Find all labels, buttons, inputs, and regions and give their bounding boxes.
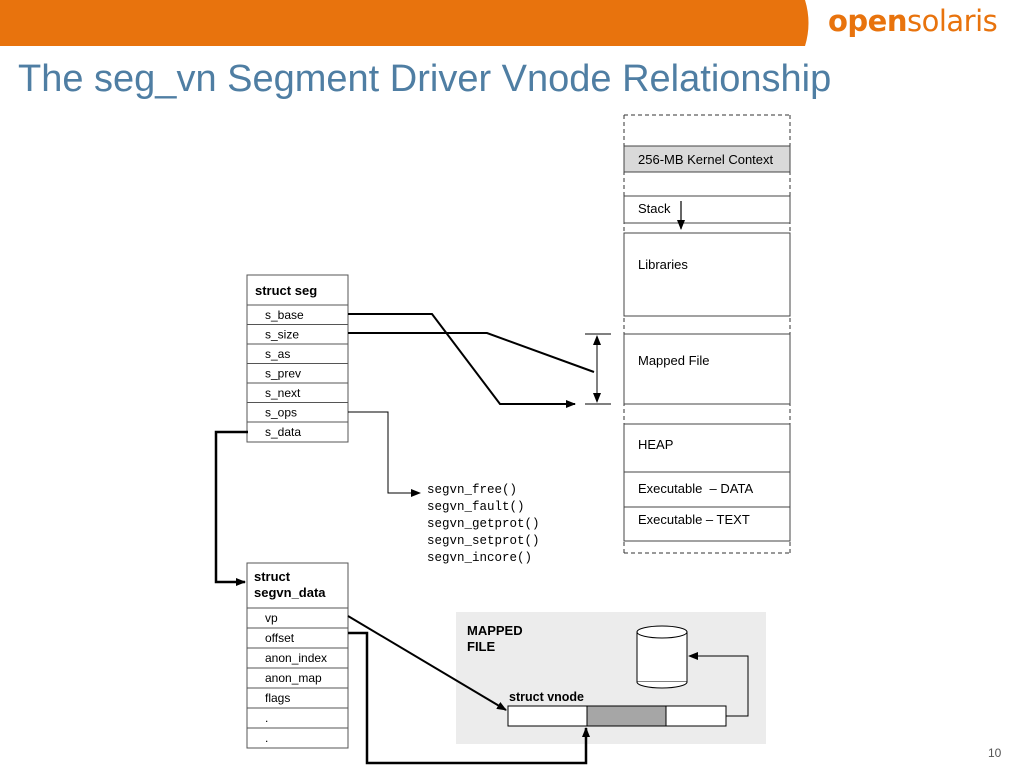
vnode-to-disk-connector xyxy=(688,652,749,717)
opensolaris-logo: opensolaris xyxy=(828,4,998,38)
page-number: 10 xyxy=(988,746,1002,760)
slide-title: The seg_vn Segment Driver Vnode Relation… xyxy=(18,58,832,100)
ops-function: segvn_fault() xyxy=(427,500,525,514)
field-s-data: s_data xyxy=(265,425,301,439)
s-data-connector xyxy=(214,430,248,586)
field-flags-box xyxy=(246,687,349,709)
region-exec-text-box xyxy=(623,506,791,542)
field-dot-1: . xyxy=(265,711,268,725)
s-size-connector xyxy=(348,332,595,373)
region-kernel-context: 256-MB Kernel Context xyxy=(638,152,774,167)
region-exec-text: Executable – TEXT xyxy=(638,512,750,527)
field-flags: flags xyxy=(265,691,290,705)
field-s-ops-box xyxy=(246,402,349,423)
offset-connector xyxy=(348,631,590,765)
region-heap-box xyxy=(623,423,791,473)
struct-seg: struct seg s_base s_size s_as s_prev s_n… xyxy=(246,274,349,443)
field-offset: offset xyxy=(265,631,295,645)
ops-function: segvn_free() xyxy=(427,483,517,497)
ops-function: segvn_incore() xyxy=(427,551,532,565)
s-base-connector xyxy=(348,313,576,408)
segvn-data-header-line1: struct xyxy=(254,569,291,584)
segvn-data-header-box xyxy=(246,562,349,609)
mapped-file-panel: MAPPED FILE struct vnode xyxy=(456,612,766,744)
vnode-box-mid xyxy=(586,705,667,727)
mapped-file-label-line2: FILE xyxy=(467,639,495,654)
field-s-as-box xyxy=(246,343,349,364)
field-anon-map: anon_map xyxy=(265,671,322,685)
mapped-file-label-line1: MAPPED xyxy=(467,623,523,638)
region-libraries-box xyxy=(623,232,791,317)
struct-seg-header-box xyxy=(246,274,349,306)
struct-segvn-data: struct segvn_data vp offset anon_index a… xyxy=(246,562,349,749)
address-space: 256-MB Kernel Context Stack Libraries Ma… xyxy=(585,114,791,554)
vnode-box-left xyxy=(507,705,588,727)
field-vp: vp xyxy=(265,611,278,625)
region-mapped-file: Mapped File xyxy=(638,353,710,368)
region-exec-data-box xyxy=(623,471,791,508)
ops-function-list: segvn_free() segvn_fault() segvn_getprot… xyxy=(427,483,540,565)
s-ops-connector xyxy=(348,411,421,497)
field-offset-box xyxy=(246,627,349,649)
field-vp-box xyxy=(246,607,349,629)
vp-connector xyxy=(347,615,507,711)
region-kernel-context-box xyxy=(623,145,791,173)
region-libraries: Libraries xyxy=(638,257,688,272)
segvn-data-header-line2: segvn_data xyxy=(254,585,326,600)
field-dot-2-box xyxy=(246,727,349,749)
vnode-label: struct vnode xyxy=(509,690,584,704)
region-stack: Stack xyxy=(638,201,671,216)
field-dot-1-box xyxy=(246,707,349,729)
struct-seg-header: struct seg xyxy=(255,283,317,298)
disk-icon xyxy=(636,625,688,689)
logo-solaris-text: solaris xyxy=(907,4,998,38)
field-s-next: s_next xyxy=(265,386,301,400)
vnode-box-right xyxy=(665,705,727,727)
field-anon-index: anon_index xyxy=(265,651,327,665)
region-stack-box xyxy=(623,195,791,224)
field-dot-2: . xyxy=(265,731,268,745)
field-s-ops: s_ops xyxy=(265,406,297,420)
ops-function: segvn_getprot() xyxy=(427,517,540,531)
ops-function: segvn_setprot() xyxy=(427,534,540,548)
field-s-prev: s_prev xyxy=(265,367,301,381)
field-s-as: s_as xyxy=(265,347,290,361)
region-mapped-file-box xyxy=(623,333,791,405)
field-s-size: s_size xyxy=(265,328,299,342)
region-heap: HEAP xyxy=(638,437,673,452)
region-exec-data: Executable – DATA xyxy=(638,481,753,496)
logo-open-text: open xyxy=(828,4,908,38)
field-s-base: s_base xyxy=(265,308,304,322)
top-bar xyxy=(0,0,809,46)
